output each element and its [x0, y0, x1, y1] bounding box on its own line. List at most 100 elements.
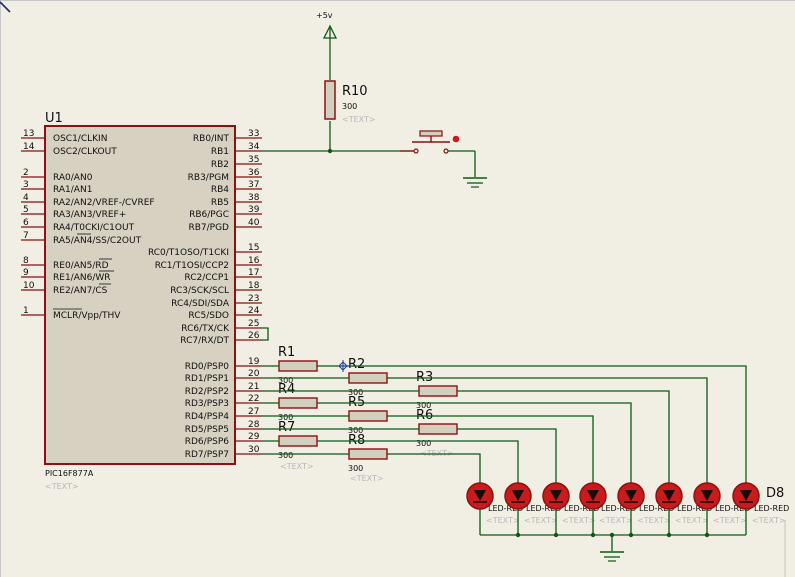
pin-number: 14 [23, 142, 35, 152]
led[interactable]: LED-RED<TEXT> [466, 482, 523, 535]
led-text-placeholder: <TEXT> [713, 516, 747, 525]
led[interactable]: LED-RED<TEXT> [617, 482, 674, 538]
resistor-value: 300 [348, 426, 363, 435]
led-diode-icon [474, 490, 486, 501]
led-diode-icon [663, 490, 675, 501]
chip-body [44, 125, 236, 465]
ground-symbol-leds [600, 551, 624, 562]
pin-number: 40 [248, 218, 260, 228]
pin-number: 34 [248, 142, 260, 152]
led-diode-icon [701, 490, 713, 501]
pin-name: RB2 [211, 160, 229, 170]
pin-name: RE0/AN5/RD [53, 261, 109, 271]
pin-name: RD7/PSP7 [185, 450, 229, 460]
led-diode-icon [512, 490, 524, 501]
led-part: LED-RED [488, 504, 523, 513]
pin-number: 28 [248, 420, 260, 430]
led[interactable]: LED-RED<TEXT> [579, 482, 636, 538]
rc6-rc7-loopback [262, 327, 269, 341]
pullup-resistor[interactable]: R10 300 <TEXT> [324, 80, 376, 124]
pin-name: RD4/PSP4 [185, 412, 230, 422]
resistor-body [418, 385, 458, 397]
led[interactable]: LED-RED<TEXT> [693, 482, 750, 538]
pin-name: MCLR/Vpp/THV [53, 311, 121, 321]
resistor-value: 300 [278, 376, 293, 385]
resistor-body [348, 410, 388, 422]
pin-number: 27 [248, 407, 259, 417]
pin-number: 33 [248, 129, 259, 139]
pin-name: RC7/RX/DT [180, 336, 229, 346]
pin-number: 19 [248, 357, 260, 367]
resistor-value: 300 [348, 464, 363, 473]
pin-name: RD6/PSP6 [185, 437, 230, 447]
pin-number: 18 [248, 281, 260, 291]
pin-number: 13 [23, 129, 34, 139]
resistor-body [348, 372, 388, 384]
resistor-body [418, 423, 458, 435]
pin-number: 22 [248, 394, 259, 404]
resistor-value: 300 [278, 413, 293, 422]
pin-number: 29 [248, 432, 260, 442]
button-cap [419, 130, 443, 137]
pin-number: 24 [248, 306, 260, 316]
push-button[interactable] [400, 130, 476, 177]
resistor-ref: R2 [348, 357, 365, 372]
pullup-value: 300 [342, 102, 357, 111]
led[interactable]: LED-RED<TEXT> [732, 482, 789, 535]
pin-name: RE1/AN6/WR [53, 273, 111, 283]
led-part: LED-RED [677, 504, 712, 513]
pin-number: 23 [248, 294, 259, 304]
rb1-junction [327, 148, 333, 154]
pin-number: 39 [248, 205, 260, 215]
pin-name: RB4 [211, 185, 229, 195]
supply-label: +5v [316, 11, 333, 20]
led-text-placeholder: <TEXT> [524, 516, 558, 525]
led-array: LED-RED<TEXT>LED-RED<TEXT>LED-RED<TEXT>L… [466, 482, 789, 538]
led[interactable]: LED-RED<TEXT> [655, 482, 712, 538]
supply-arrow [322, 24, 338, 39]
resistor-body [348, 448, 388, 460]
